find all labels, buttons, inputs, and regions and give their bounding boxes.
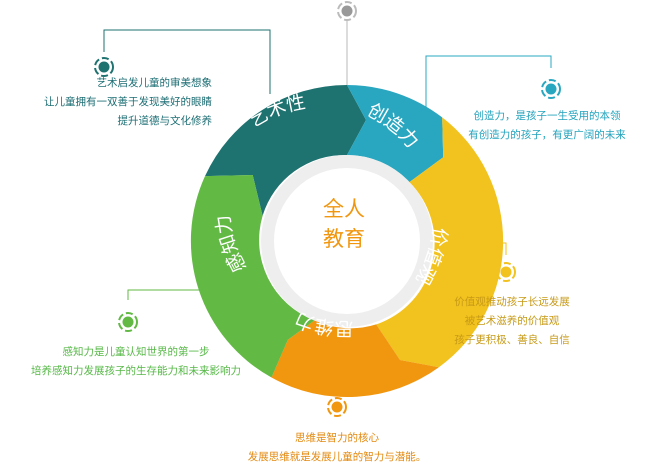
perceive-caption-line: 感知力是儿童认知世界的第一步 xyxy=(62,346,210,358)
value-caption: 价值观推动孩子长远发展 被艺术滋养的价值观 孩子更积极、善良、自信 xyxy=(427,293,597,350)
think-marker-icon xyxy=(327,397,347,417)
art-segment xyxy=(205,84,366,216)
create-caption: 创造力，是孩子一生受用的本领 有创造力的孩子，有更广阔的未来 xyxy=(452,107,642,145)
think-caption: 思维是智力的核心 发展思维就是发展儿童的智力与潜能。 xyxy=(232,429,442,467)
art-caption-line: 艺术启发儿童的审美想象 xyxy=(96,77,213,89)
center-title-line1: 全人 xyxy=(323,197,365,221)
think-caption-line: 思维是智力的核心 xyxy=(295,432,379,444)
create-caption-line: 创造力，是孩子一生受用的本领 xyxy=(473,110,621,122)
inner-center xyxy=(274,168,420,314)
art-caption-line: 让儿童拥有一双善于发现美好的眼睛 xyxy=(44,96,212,108)
create-segment xyxy=(347,85,444,183)
perceive-caption: 感知力是儿童认知世界的第一步 培养感知力发展孩子的生存能力和未来影响力 xyxy=(0,343,272,381)
art-caption-line: 提升道德与文化修养 xyxy=(117,115,213,127)
perceive-marker-icon xyxy=(118,312,138,332)
value-caption-line: 被艺术滋养的价值观 xyxy=(464,315,560,327)
art-marker-icon xyxy=(94,57,114,77)
create-connector-line xyxy=(425,55,552,130)
value-caption-line: 价值观推动孩子长远发展 xyxy=(454,296,570,308)
create-marker-icon xyxy=(541,79,561,99)
perceive-segment xyxy=(190,175,315,378)
value-marker-icon xyxy=(496,262,516,282)
think-segment xyxy=(271,320,439,398)
art-caption: 艺术启发儿童的审美想象 让儿童拥有一双善于发现美好的眼睛 提升道德与文化修养 xyxy=(12,74,212,131)
perceive-caption-line: 培养感知力发展孩子的生存能力和未来影响力 xyxy=(31,365,241,377)
value-caption-line: 孩子更积极、善良、自信 xyxy=(454,334,570,346)
value-segment xyxy=(376,117,504,368)
top-marker-icon xyxy=(337,1,357,21)
think-caption-line: 发展思维就是发展儿童的智力与潜能。 xyxy=(247,451,427,463)
perceive-connector-line xyxy=(127,289,212,300)
create-caption-line: 有创造力的孩子，有更广阔的未来 xyxy=(468,129,626,141)
center-title-line2: 教育 xyxy=(323,227,365,251)
art-connector-line xyxy=(103,29,271,94)
